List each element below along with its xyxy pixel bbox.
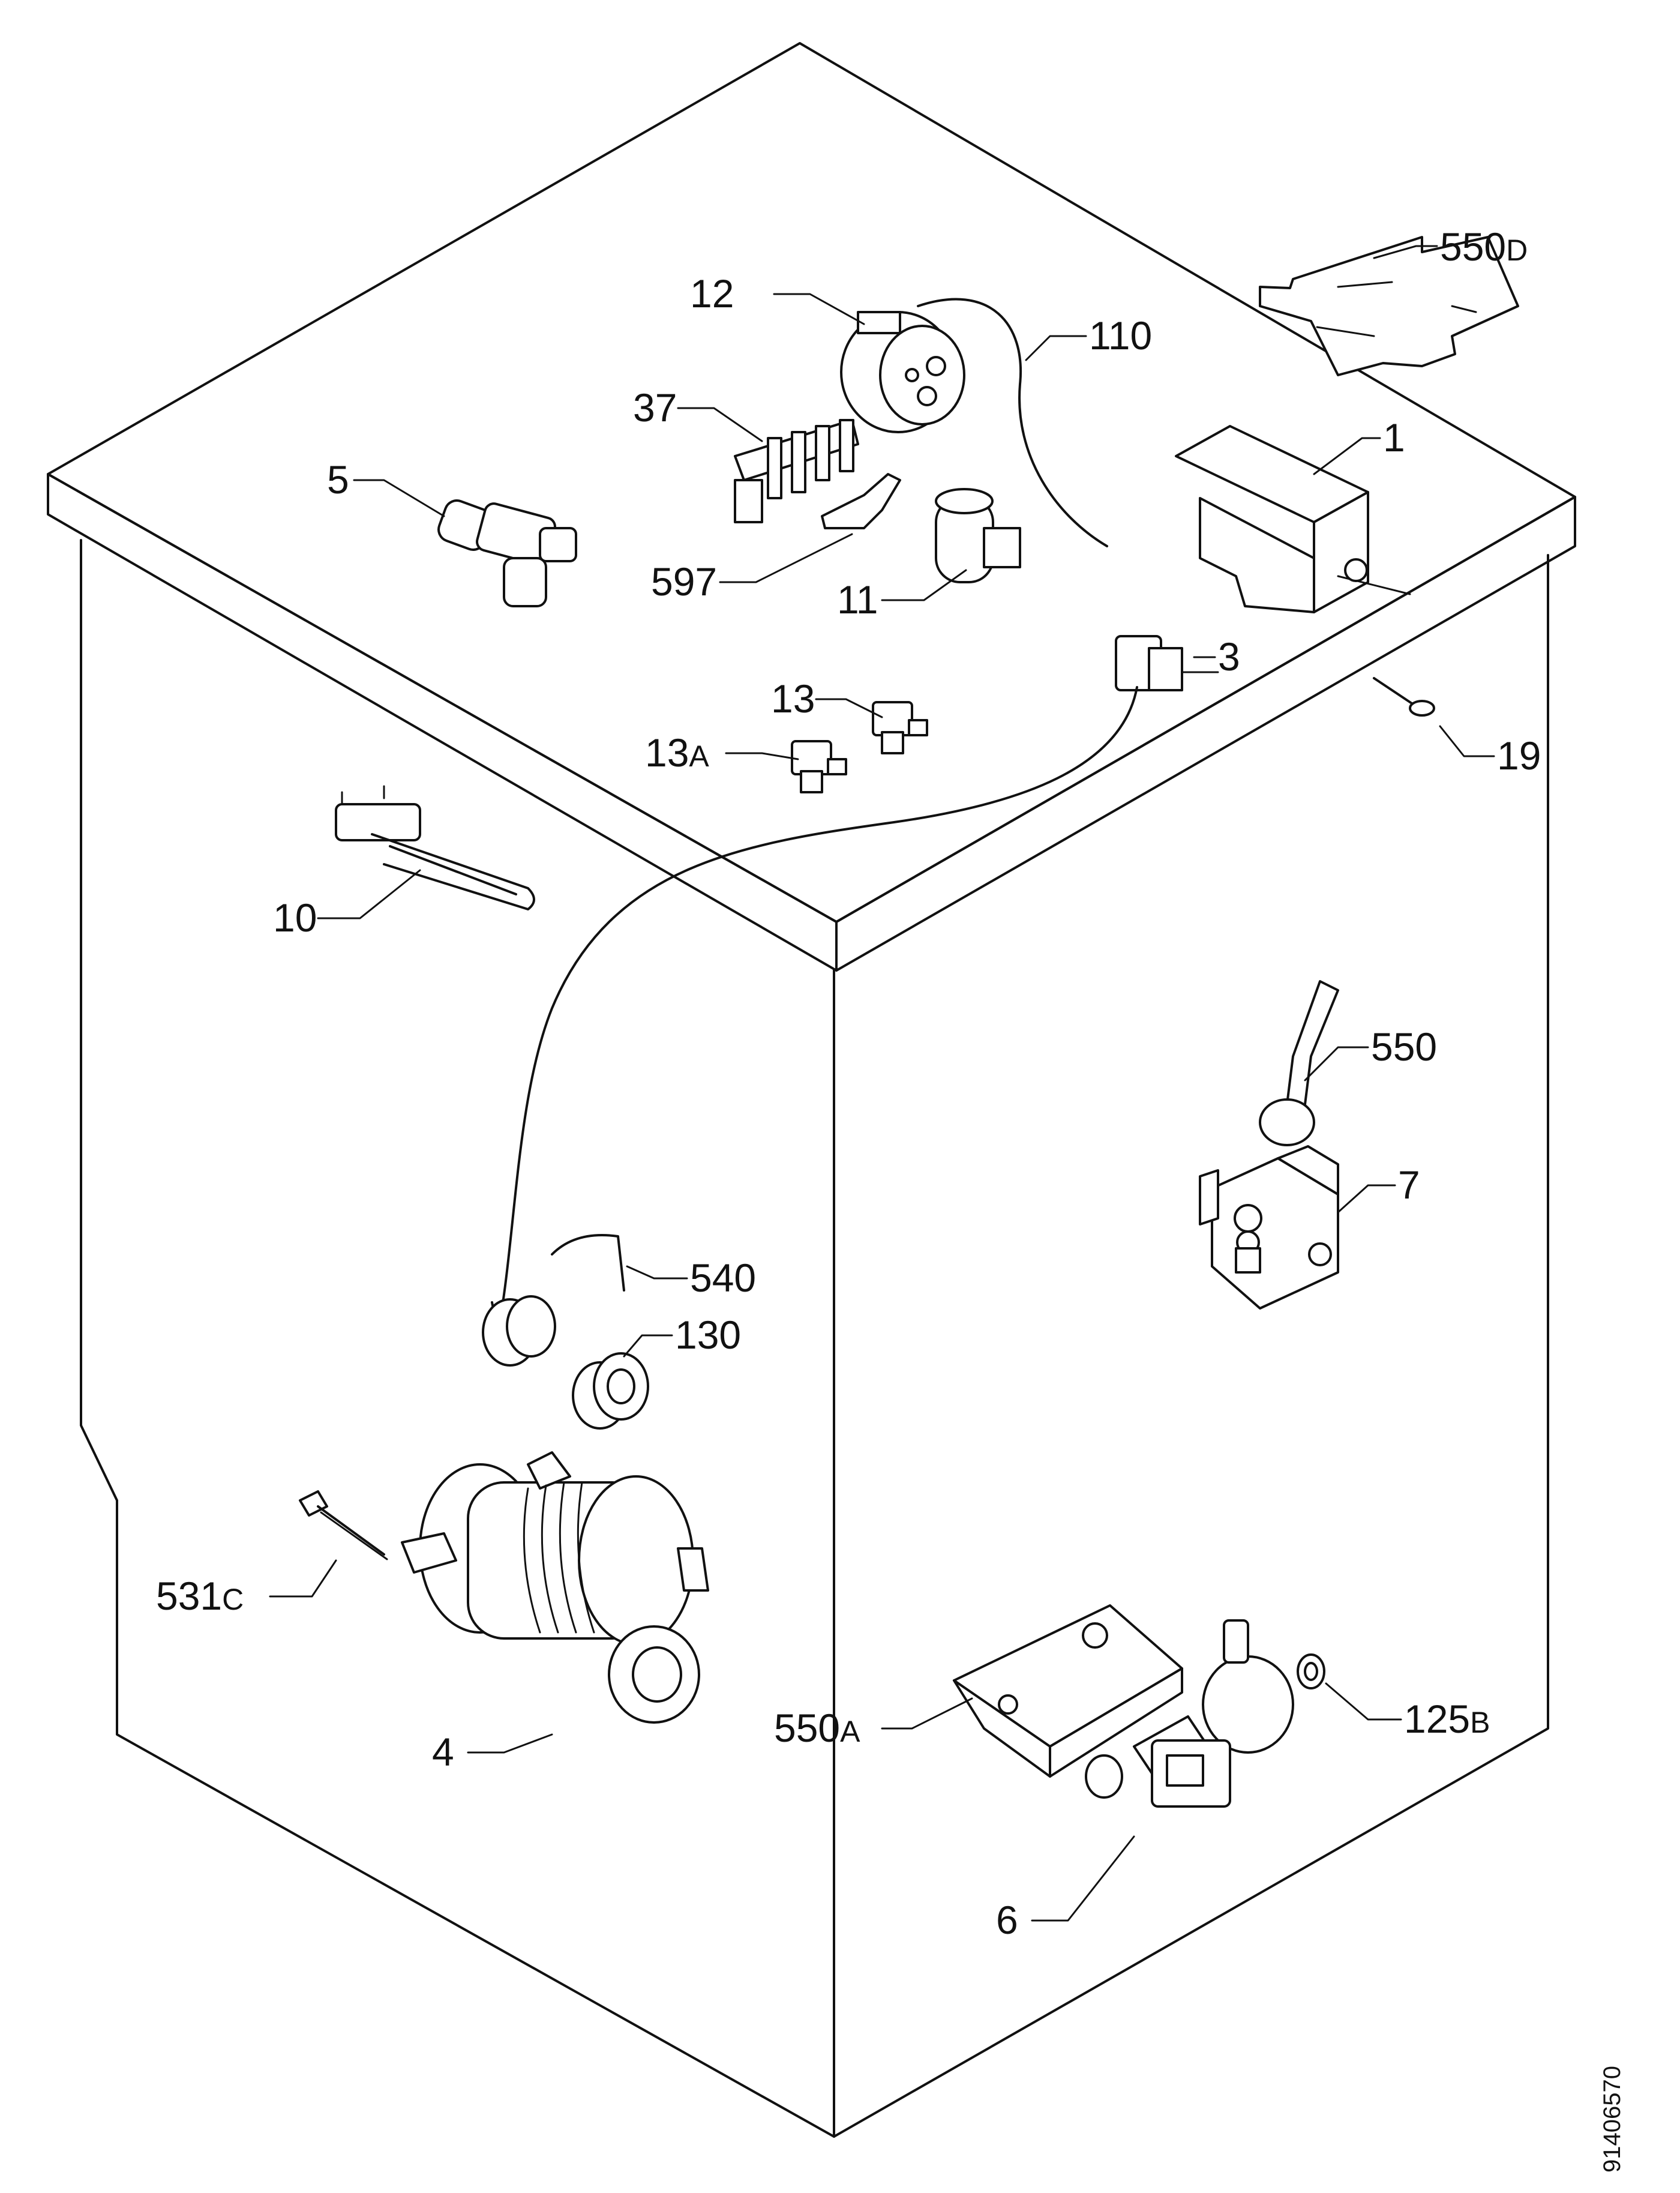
callout-11: 11 (837, 577, 878, 622)
part-13-connector (872, 701, 928, 754)
part-550a-cover (953, 1604, 1183, 1778)
part-10-heating-element (335, 785, 535, 910)
callout-13: 13 (771, 676, 815, 721)
callout-7: 7 (1398, 1163, 1420, 1207)
callout-19: 19 (1497, 733, 1541, 778)
part-37-terminal-block (734, 419, 859, 523)
callout-5: 5 (327, 457, 349, 502)
part-110-tube (917, 298, 1108, 547)
callout-550a: 550A (774, 1706, 860, 1750)
callout-531c: 531C (156, 1574, 244, 1618)
callout-550d: 550D (1440, 224, 1528, 269)
callout-1: 1 (1383, 415, 1405, 460)
part-4-motor (401, 1451, 709, 1724)
callout-10: 10 (273, 895, 317, 940)
callout-12: 12 (690, 271, 734, 316)
callout-125b: 125B (1404, 1697, 1490, 1741)
callout-540: 540 (690, 1256, 756, 1300)
callout-4: 4 (432, 1730, 454, 1774)
part-19-probe (1373, 677, 1435, 717)
part-3-switch (1115, 635, 1219, 691)
part-5-inlet-valve (437, 499, 577, 607)
part-540-wire-clip (551, 1234, 625, 1292)
part-11-capacitor (935, 488, 1021, 583)
part-13a-connector (791, 740, 847, 793)
part-550d-cover-plate (1259, 236, 1519, 376)
callout-550: 550 (1371, 1024, 1437, 1069)
cable-grommet (482, 1295, 556, 1367)
part-6-drain-pump (1085, 1619, 1294, 1808)
callout-13a: 13A (645, 730, 709, 775)
part-531c-screw (299, 1490, 388, 1560)
part-7-door-lock (1199, 1145, 1339, 1310)
leader-lines (269, 245, 1495, 1922)
callout-3: 3 (1218, 634, 1240, 679)
callout-597: 597 (651, 559, 717, 604)
part-3-cable (491, 686, 1138, 1334)
callout-130: 130 (675, 1313, 741, 1357)
cabinet-outline (47, 42, 1576, 2138)
callout-labels: 550D 12 110 37 1 5 597 11 3 13 13A 19 10… (156, 224, 1541, 1942)
callout-37: 37 (633, 385, 677, 430)
callout-6: 6 (996, 1898, 1018, 1942)
part-125b-seal-ring (1297, 1653, 1325, 1689)
part-597-clip (821, 473, 901, 529)
part-1-programmer (1175, 425, 1411, 613)
callout-110: 110 (1089, 313, 1152, 358)
document-number: 91406570 (1599, 2066, 1625, 2173)
part-12-pressure-switch (840, 311, 965, 433)
part-550-lever (1259, 980, 1339, 1146)
part-130-grommet (572, 1352, 649, 1430)
